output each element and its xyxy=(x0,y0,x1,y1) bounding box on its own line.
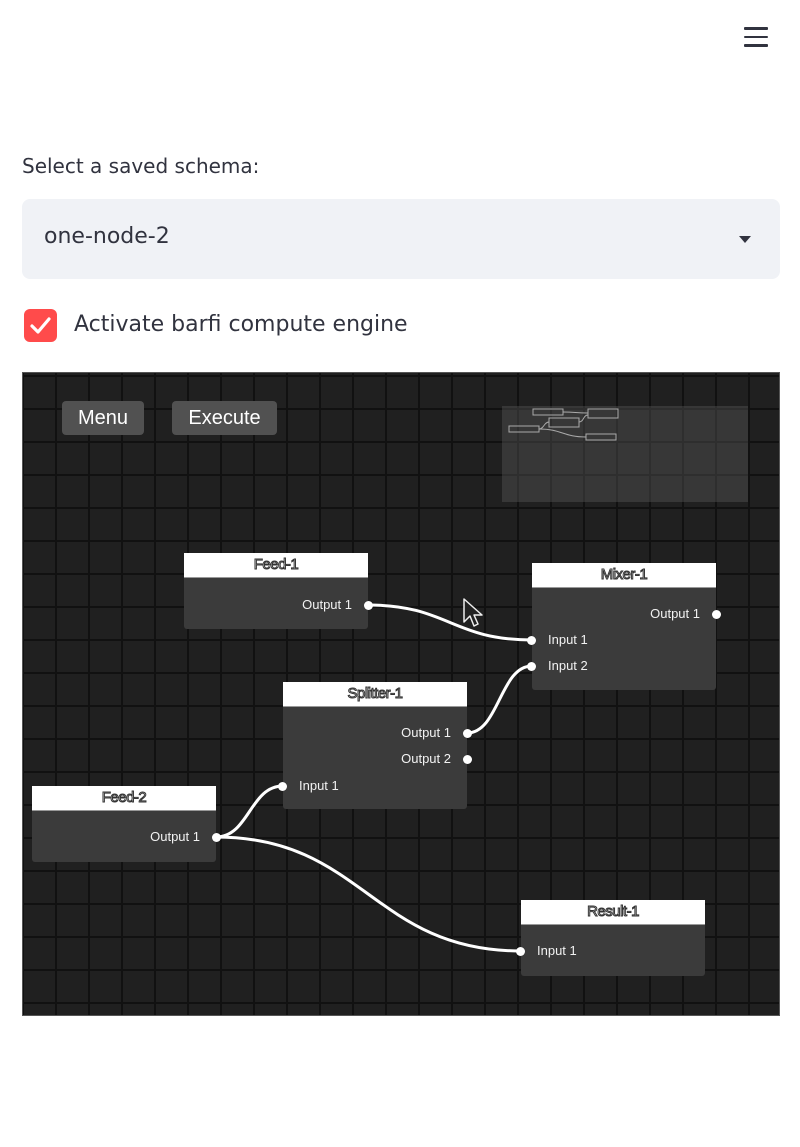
node-title: Feed-2 xyxy=(32,786,216,811)
port-connector-icon[interactable] xyxy=(712,609,721,619)
execute-button[interactable]: Execute xyxy=(172,401,277,435)
connection-feed2-splitter1 xyxy=(215,784,284,839)
node-feed-2[interactable]: Feed-2 Output 1 xyxy=(32,786,221,862)
port-connector-icon[interactable] xyxy=(212,832,221,842)
menu-button[interactable]: Menu xyxy=(62,401,144,435)
port-input-1[interactable]: Input 1 xyxy=(516,942,577,960)
port-connector-icon[interactable] xyxy=(527,661,536,671)
port-label: Output 1 xyxy=(150,829,200,844)
node-title: Splitter-1 xyxy=(283,682,467,707)
port-label: Input 2 xyxy=(548,658,588,673)
chevron-down-icon xyxy=(739,236,751,243)
node-result-1[interactable]: Result-1 Input 1 xyxy=(516,900,705,976)
port-connector-icon[interactable] xyxy=(463,728,472,738)
connection-feed2-result1 xyxy=(215,835,522,953)
port-label: Output 1 xyxy=(401,725,451,740)
port-label: Output 1 xyxy=(650,606,700,621)
port-input-1[interactable]: Input 1 xyxy=(527,631,588,649)
port-connector-icon[interactable] xyxy=(516,946,525,956)
schema-select-label: Select a saved schema: xyxy=(22,154,260,178)
port-label: Input 1 xyxy=(299,778,339,793)
port-connector-icon[interactable] xyxy=(364,600,373,610)
port-label: Output 1 xyxy=(302,597,352,612)
port-connector-icon[interactable] xyxy=(278,781,287,791)
schema-select-value: one-node-2 xyxy=(44,224,170,249)
port-input-2[interactable]: Input 2 xyxy=(527,657,588,675)
port-connector-icon[interactable] xyxy=(463,754,472,764)
node-editor-canvas[interactable]: Menu Execute Feed-1 Output 1 Mixer-1 Out… xyxy=(22,372,780,1016)
mouse-cursor-icon xyxy=(463,598,483,627)
connections-layer xyxy=(215,603,533,953)
port-input-1[interactable]: Input 1 xyxy=(278,777,339,795)
minimap-preview xyxy=(508,408,619,441)
port-connector-icon[interactable] xyxy=(527,635,536,645)
node-title: Result-1 xyxy=(521,900,705,925)
port-output-2[interactable]: Output 2 xyxy=(401,750,472,768)
node-title: Feed-1 xyxy=(184,553,368,578)
node-mixer-1[interactable]: Mixer-1 Output 1 Input 1 Input 2 xyxy=(527,563,721,690)
node-feed-1[interactable]: Feed-1 Output 1 xyxy=(184,553,373,629)
connection-splitter1-mixer1 xyxy=(466,664,533,735)
hamburger-menu-icon[interactable] xyxy=(742,24,770,50)
compute-engine-label: Activate barfi compute engine xyxy=(74,312,408,337)
port-output-1[interactable]: Output 1 xyxy=(401,724,472,742)
minimap[interactable] xyxy=(502,406,748,502)
port-label: Input 1 xyxy=(537,943,577,958)
checkmark-icon[interactable] xyxy=(24,309,57,342)
port-output-1[interactable]: Output 1 xyxy=(150,828,221,846)
node-title: Mixer-1 xyxy=(532,563,716,588)
node-splitter-1[interactable]: Splitter-1 Output 1 Output 2 Input 1 xyxy=(278,682,472,809)
port-output-1[interactable]: Output 1 xyxy=(650,605,721,623)
port-output-1[interactable]: Output 1 xyxy=(302,596,373,614)
port-label: Output 2 xyxy=(401,751,451,766)
schema-select[interactable]: one-node-2 xyxy=(22,199,780,279)
connection-feed1-mixer1 xyxy=(367,603,533,642)
port-label: Input 1 xyxy=(548,632,588,647)
